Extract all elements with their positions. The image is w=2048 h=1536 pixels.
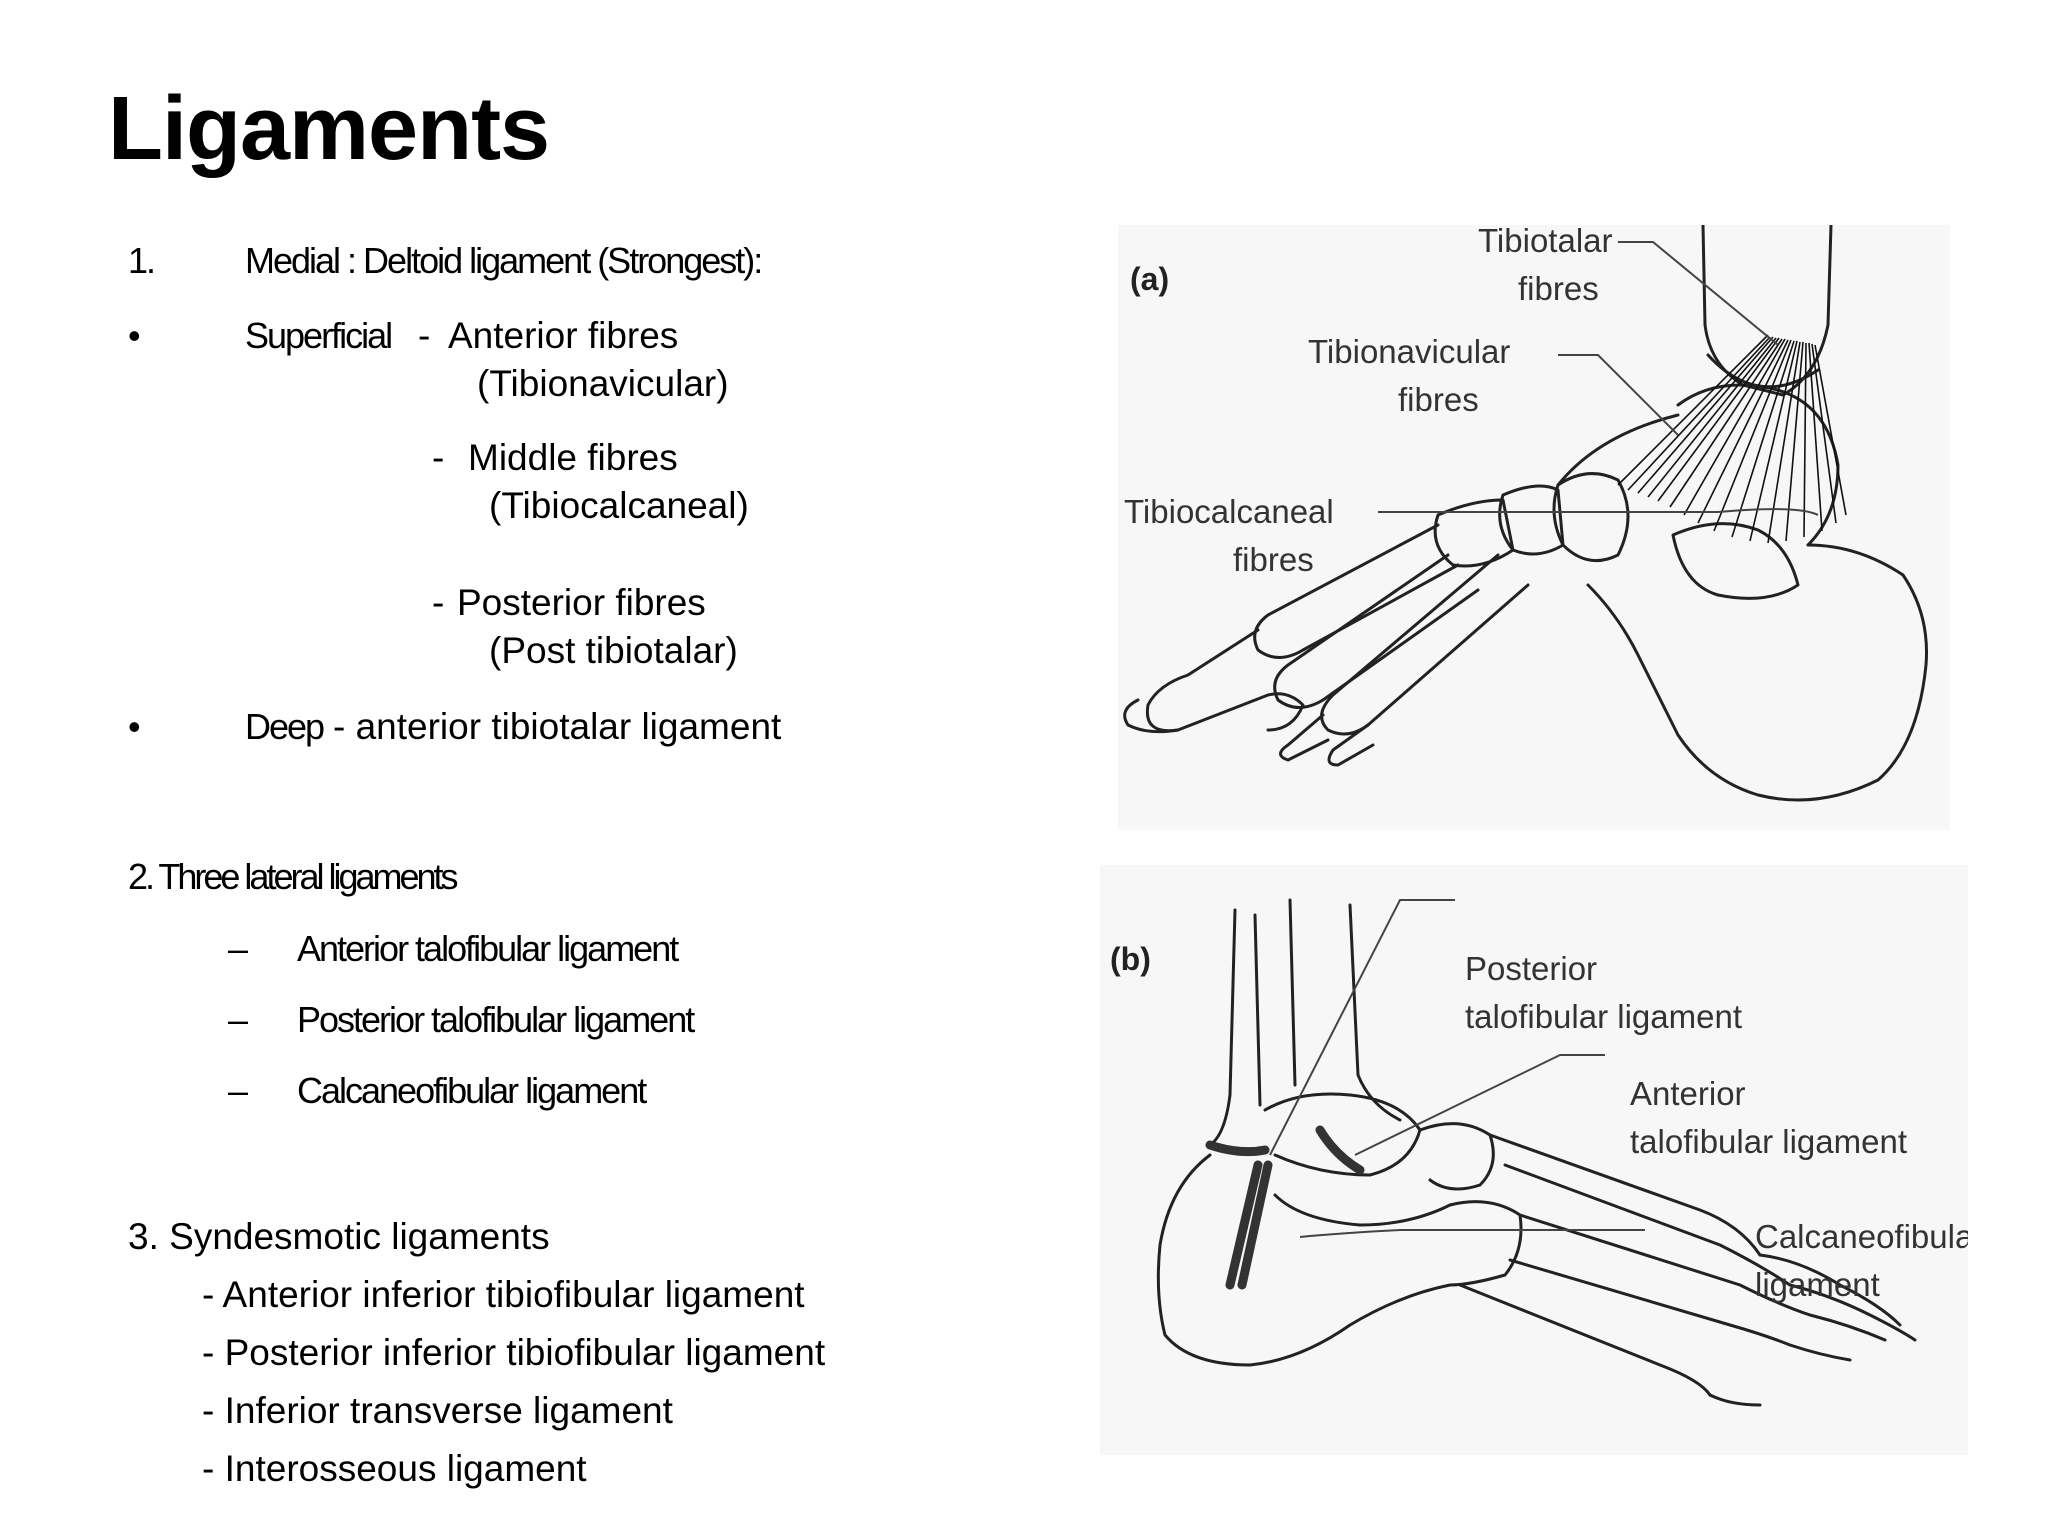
posterior-fibres-dash: - (432, 582, 445, 623)
deltoid-fibres (1617, 334, 1847, 544)
calcaneofibular-label-line2: ligament (1755, 1266, 1880, 1303)
medial-number: 1. (128, 240, 156, 281)
calcaneofibular-item: Calcaneofibular ligament (297, 1070, 647, 1111)
superficial-label: Superficial (245, 315, 393, 356)
anterior-label-line2: talofibular ligament (1630, 1123, 1907, 1160)
middle-fibres-dash: - (432, 437, 445, 478)
tibiocalcaneal-label-line1: Tibiocalcaneal (1124, 493, 1334, 530)
lateral-foot-drawing: (b) Posterior talofibular ligament Anter… (1110, 898, 1968, 1407)
lateral-heading: 2. Three lateral ligaments (128, 856, 459, 897)
anterior-talofibular-item: Anterior talofibular ligament (297, 928, 679, 969)
posterior-label-line2: talofibular ligament (1465, 998, 1742, 1035)
anterior-fibres-dash: - (418, 315, 431, 356)
deep-text: - anterior tibiotalar ligament (333, 706, 782, 747)
syndesmotic-heading: 3. Syndesmotic ligaments (128, 1216, 550, 1257)
anterior-label-line1: Anterior (1630, 1075, 1746, 1112)
calcaneofibular-label-line1: Calcaneofibular (1755, 1218, 1968, 1255)
posterior-talofibular-item: Posterior talofibular ligament (297, 999, 695, 1040)
middle-fibres-name: Middle fibres (468, 437, 678, 478)
lateral-dash-3: – (228, 1070, 248, 1111)
syndesmotic-item-3: - Inferior transverse ligament (202, 1390, 673, 1431)
syndesmotic-item-2: - Posterior inferior tibiofibular ligame… (202, 1332, 826, 1373)
syndesmotic-item-4: - Interosseous ligament (202, 1448, 587, 1489)
medial-heading: Medial : Deltoid ligament (Strongest): (245, 240, 763, 281)
medial-foot-drawing: (a) Tibiotalar fibres Tibionavicular fib… (1123, 225, 1928, 802)
middle-fibres-detail: (Tibiocalcaneal) (489, 485, 749, 526)
tibiotalar-label-line1: Tibiotalar (1478, 225, 1613, 259)
posterior-fibres-name: Posterior fibres (457, 582, 706, 623)
slide-title: Ligaments (108, 79, 550, 179)
tibiotalar-label-line2: fibres (1518, 270, 1599, 307)
panel-a-label: (a) (1130, 261, 1169, 297)
tibiocalcaneal-label-line2: fibres (1233, 541, 1314, 578)
lateral-dash-2: – (228, 999, 248, 1040)
deep-label: Deep (245, 706, 325, 747)
lateral-dash-1: – (228, 928, 248, 969)
medial-foot-figure: (a) Tibiotalar fibres Tibionavicular fib… (1118, 225, 1950, 830)
tibionavicular-label-line1: Tibionavicular (1308, 333, 1510, 370)
lateral-ligament-bands (1205, 1125, 1365, 1290)
anterior-fibres-name: Anterior fibres (448, 315, 679, 356)
posterior-fibres-detail: (Post tibiotalar) (489, 630, 738, 671)
superficial-bullet: • (128, 315, 141, 356)
deep-bullet: • (128, 706, 141, 747)
tibionavicular-label-line2: fibres (1398, 381, 1479, 418)
lateral-foot-figure: (b) Posterior talofibular ligament Anter… (1100, 865, 1968, 1455)
posterior-label-line1: Posterior (1465, 950, 1597, 987)
anterior-fibres-detail: (Tibionavicular) (477, 363, 729, 404)
panel-b-label: (b) (1110, 941, 1151, 977)
syndesmotic-item-1: - Anterior inferior tibiofibular ligamen… (202, 1274, 805, 1315)
